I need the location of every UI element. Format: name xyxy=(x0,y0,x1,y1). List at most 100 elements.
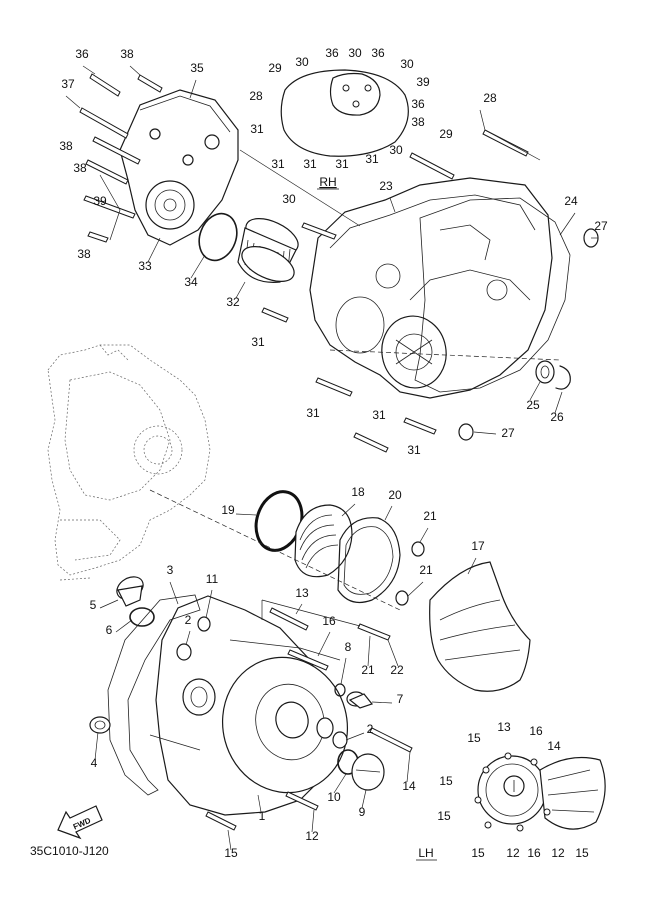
dowel-21b xyxy=(395,590,409,606)
callout-c15c: 15 xyxy=(439,774,453,788)
callout-c12c: 12 xyxy=(551,846,565,860)
circlip-26 xyxy=(555,365,571,390)
callout-c25: 25 xyxy=(526,398,540,412)
callout-c36c: 36 xyxy=(371,46,385,60)
rh-crankcase-cover-23 xyxy=(309,177,553,399)
lh-inset-view xyxy=(474,752,606,832)
bolts-upper-left xyxy=(79,73,163,243)
callout-c15b: 15 xyxy=(467,731,481,745)
callout-c27b: 27 xyxy=(501,426,515,440)
callout-c7: 7 xyxy=(397,692,404,706)
dowel-11 xyxy=(197,616,211,632)
o-ring-8 xyxy=(334,683,346,697)
rh-cover-gasket-24 xyxy=(414,197,571,393)
callout-c31h: 31 xyxy=(372,408,386,422)
callout-c19: 19 xyxy=(221,503,235,517)
callout-c21a: 21 xyxy=(423,509,437,523)
callout-c31e: 31 xyxy=(365,152,379,166)
gasket-20 xyxy=(337,517,401,603)
callout-c20: 20 xyxy=(388,488,402,502)
stator-cover-18 xyxy=(294,504,353,578)
dowel-21a xyxy=(411,541,425,557)
callout-c36b: 36 xyxy=(325,46,339,60)
callout-c3: 3 xyxy=(167,563,174,577)
callout-c30c: 30 xyxy=(400,57,414,71)
callout-c15d: 15 xyxy=(437,809,451,823)
callout-c22: 22 xyxy=(390,663,404,677)
o-ring-6 xyxy=(129,607,155,627)
callout-c28a: 28 xyxy=(249,89,263,103)
callout-c36d: 36 xyxy=(411,97,425,111)
plug-9 xyxy=(351,753,385,791)
callout-c16c: 16 xyxy=(527,846,541,860)
callout-c31a: 31 xyxy=(250,122,264,136)
callout-c34: 34 xyxy=(184,275,198,289)
callout-c30b: 30 xyxy=(348,46,362,60)
callout-c24: 24 xyxy=(564,194,578,208)
callout-c5: 5 xyxy=(90,598,97,612)
callout-c16a: 16 xyxy=(322,614,336,628)
rh-small-cover xyxy=(280,69,409,157)
callout-c1: 1 xyxy=(259,809,266,823)
oil-seal-25 xyxy=(535,360,555,384)
callout-c38c: 38 xyxy=(73,161,87,175)
callout-c29a: 29 xyxy=(268,61,282,75)
rh-label: RH xyxy=(319,175,336,189)
diagram-code: 35C1010-J120 xyxy=(30,844,109,858)
o-ring-34 xyxy=(198,212,238,262)
callout-c13b: 13 xyxy=(497,720,511,734)
callout-c2b: 2 xyxy=(367,722,374,736)
dowel-27b xyxy=(458,423,474,441)
callout-c30a: 30 xyxy=(295,55,309,69)
callout-c26: 26 xyxy=(550,410,564,424)
callout-c10: 10 xyxy=(327,790,341,804)
callout-c2a: 2 xyxy=(185,613,192,627)
plug-7 xyxy=(346,691,374,709)
callout-c38e: 38 xyxy=(411,115,425,129)
callout-c15e: 15 xyxy=(471,846,485,860)
callout-c33: 33 xyxy=(138,259,152,273)
crankcase-reference-outline xyxy=(47,344,211,581)
callout-c38d: 38 xyxy=(77,247,91,261)
leader-lines xyxy=(65,65,598,851)
callout-c12b: 12 xyxy=(506,846,520,860)
callout-c39a: 39 xyxy=(93,194,107,208)
gasket-20-inner xyxy=(343,526,394,595)
oil-filter-element-32 xyxy=(237,218,299,283)
callout-c30d: 30 xyxy=(389,143,403,157)
callout-c30e: 30 xyxy=(282,192,296,206)
callout-c13a: 13 xyxy=(295,586,309,600)
callout-c38b: 38 xyxy=(59,139,73,153)
callout-c16b: 16 xyxy=(529,724,543,738)
callout-c12a: 12 xyxy=(305,829,319,843)
oil-filter-cover-35 xyxy=(119,89,239,246)
collar-2a xyxy=(176,643,192,661)
callout-c31d: 31 xyxy=(335,157,349,171)
lh-crankcase-cover-1 xyxy=(155,595,349,816)
callout-c27a: 27 xyxy=(594,219,608,233)
oil-seal-4 xyxy=(89,716,111,734)
callout-c29b: 29 xyxy=(439,127,453,141)
callout-c14b: 14 xyxy=(547,739,561,753)
callout-c15a: 15 xyxy=(224,846,238,860)
callout-c14a: 14 xyxy=(402,779,416,793)
callout-c38a: 38 xyxy=(120,47,134,61)
callout-c36a: 36 xyxy=(75,47,89,61)
callout-c18: 18 xyxy=(351,485,365,499)
callout-c9: 9 xyxy=(359,805,366,819)
bolts-rh-cover xyxy=(261,129,529,453)
oil-seal-4-inner xyxy=(94,720,106,730)
lh-cover-gasket-3 xyxy=(107,594,201,796)
callout-c8: 8 xyxy=(345,640,352,654)
callout-c21b: 21 xyxy=(419,563,433,577)
callout-c37: 37 xyxy=(61,77,75,91)
callout-c39b: 39 xyxy=(416,75,430,89)
callout-c21c: 21 xyxy=(361,663,375,677)
callout-c11: 11 xyxy=(206,572,219,586)
callout-c35: 35 xyxy=(190,61,204,75)
fwd-arrow-icon: FWD xyxy=(57,805,103,840)
lh-label: LH xyxy=(418,846,433,860)
callout-c6: 6 xyxy=(106,623,113,637)
